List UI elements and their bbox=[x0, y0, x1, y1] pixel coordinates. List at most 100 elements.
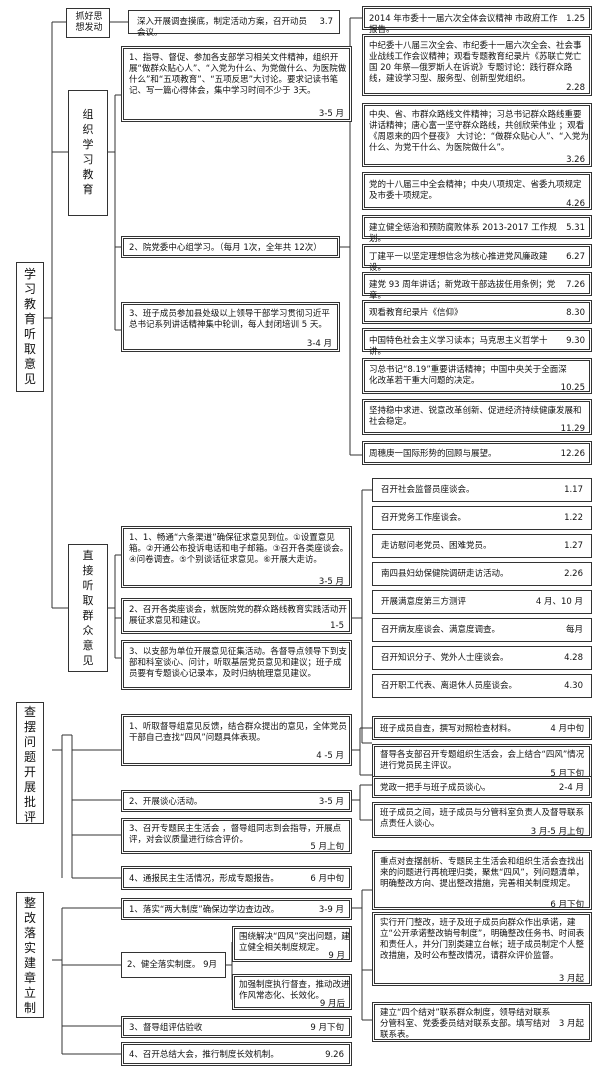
rectify-right-1-text: 重点对查摆剖析、专题民主生活会和组织生活会查找出来的问题进行再梳理归类，聚焦“四… bbox=[380, 857, 585, 889]
topic-1-text: 2014 年市委十一届六次全体会议精神 市政府工作报告。 bbox=[369, 14, 558, 35]
thought-item-date: 3.7 bbox=[319, 17, 333, 27]
direct-item-3: 3、以支部为单位开展意见征集活动。各督导点领导下到支部和科室谈心、问计，听取基层… bbox=[121, 640, 352, 690]
direct-item-2-text: 2、召开各类座谈会，就医院党的群众路线教育实践活动开展征求意见和建议。 bbox=[129, 605, 347, 626]
rectify-item-3: 3、督导组评估验收 9 月下旬 bbox=[121, 1016, 352, 1038]
rectify-item-4-text: 4、召开总结大会，推行制度长效机制。 bbox=[129, 1050, 279, 1060]
org-item-1-date: 3-5 月 bbox=[318, 109, 344, 119]
topic-8-text: 观看教育纪录片《信仰》 bbox=[369, 308, 463, 318]
org-item-2: 2、院党委中心组学习。（每月 1次，全年共 12次） bbox=[121, 236, 340, 258]
topic-10-date: 10.25 bbox=[560, 383, 585, 393]
meeting-1-text: 召开社会监督员座谈会。 bbox=[381, 485, 475, 495]
meeting-8-text: 召开职工代表、离退休人员座谈会。 bbox=[381, 681, 518, 691]
review-sub-2-text: 督导各支部召开专题组织生活会，会上结合“四风”情况进行党员民主评议。 bbox=[380, 750, 585, 771]
review-sub-1: 班子成员自查，撰写对照检查材料。 4 月中旬 bbox=[372, 716, 592, 740]
topic-9: 中国特色社会主义学习读本；马克思主义哲学十讲。 9.30 bbox=[362, 328, 592, 357]
review-item-2-date: 3-5 月 bbox=[318, 797, 344, 807]
review-item-3-text: 3、召开专题民主生活会 ，督导组同志到会指导，开展点评，对会议质量进行综合评价。 bbox=[129, 824, 342, 845]
topic-1: 2014 年市委十一届六次全体会议精神 市政府工作报告。 1.25 bbox=[362, 6, 592, 35]
topic-12: 周穗庚一国际形势的回顾与展望。 12.26 bbox=[362, 441, 592, 465]
org-learning-box: 组 织 学 习 教 育 bbox=[68, 90, 108, 216]
thought-item-box: 深入开展调查摸底，制定活动方案，召开动员会议。 3.7 bbox=[128, 10, 340, 38]
topic-10: 习总书记“8.19”重要讲话精神；中国中央关于全面深化改革若干重大问题的决定。 … bbox=[362, 358, 592, 394]
review-sub-3: 党政一把手与班子成员谈心。 2-4 月 bbox=[372, 776, 592, 798]
review-item-4-text: 4、通报民主生活情况，形成专题报告。 bbox=[129, 874, 279, 884]
topic-2-text: 中纪委十八届三次全会、市纪委十一届六次全会、社会事业战线工作会议精神；观看专题教… bbox=[369, 41, 582, 84]
meeting-7-date: 4.28 bbox=[564, 653, 583, 663]
direct-listening-label: 直 接 听 取 群 众 意 见 bbox=[82, 549, 94, 667]
review-item-3-date: 5 月上旬 bbox=[310, 842, 344, 852]
meeting-2-date: 1.22 bbox=[564, 513, 583, 523]
topic-7: 建党 93 周年讲话；新党政干部选拔任用条例；党章。 7.26 bbox=[362, 272, 592, 301]
review-item-1-text: 1、听取督导组意见反馈，结合群众提出的意见，全体党员干部自己查找“四风”问题具体… bbox=[129, 722, 347, 743]
meeting-3-date: 1.27 bbox=[564, 541, 583, 551]
rectify-mid-1-text: 围绕解决“四风”突出问题，建立健全相关制度规定。 bbox=[239, 932, 350, 953]
rectify-item-1: 1、落实“两大制度”确保边学边查边改。 3-9 月 bbox=[121, 898, 352, 920]
topic-2: 中纪委十八届三次全会、市纪委十一届六次全会、社会事业战线工作会议精神；观看专题教… bbox=[362, 34, 592, 96]
rectify-right-3-text: 建立“四个结对”联系群众制度，领导结对联系分管科室、党委委员结对联系支部。填写结… bbox=[380, 1008, 551, 1040]
rectify-mid-1: 围绕解决“四风”突出问题，建立健全相关制度规定。 9 月 bbox=[232, 926, 352, 962]
topic-7-date: 7.26 bbox=[566, 280, 585, 290]
review-sub-3-date: 2-4 月 bbox=[558, 783, 584, 793]
thought-mobilization-label: 抓好思 想发动 bbox=[75, 12, 103, 33]
org-learning-label: 组 织 学 习 教 育 bbox=[82, 108, 94, 196]
direct-item-1-text: 1、1、畅通“六条渠道”确保征求意见到位。①设置意见箱。②开通公布投诉电话和电子… bbox=[129, 533, 349, 565]
root-learning-box: 学 习 教 育 听 取 意 见 bbox=[16, 262, 44, 392]
rectify-item-2-text: 2、健全落实制度。 9月 bbox=[127, 960, 218, 970]
root-review-box: 查 摆 问 题 开 展 批 评 bbox=[16, 702, 44, 824]
meeting-1: 召开社会监督员座谈会。 1.17 bbox=[372, 478, 592, 502]
rectify-right-1: 重点对查摆剖析、专题民主生活会和组织生活会查找出来的问题进行再梳理归类，聚焦“四… bbox=[372, 850, 592, 910]
review-sub-1-date: 4 月中旬 bbox=[550, 724, 584, 734]
topic-10-text: 习总书记“8.19”重要讲话精神；中国中央关于全面深化改革若干重大问题的决定。 bbox=[369, 365, 567, 386]
direct-item-1: 1、1、畅通“六条渠道”确保征求意见到位。①设置意见箱。②开通公布投诉电话和电子… bbox=[121, 526, 352, 588]
review-item-1: 1、听取督导组意见反馈，结合群众提出的意见，全体党员干部自己查找“四风”问题具体… bbox=[121, 714, 352, 766]
org-item-1: 1、指导、督促、参加各支部学习相关文件精神，组织开展“做群众贴心人”、“入党为什… bbox=[121, 46, 352, 122]
direct-item-1-date: 3-5 月 bbox=[318, 577, 344, 587]
review-item-2: 2、开展谈心活动。 3-5 月 bbox=[121, 790, 352, 812]
topic-12-date: 12.26 bbox=[560, 449, 585, 459]
topic-9-date: 9.30 bbox=[566, 336, 585, 346]
review-item-4-date: 6 月中旬 bbox=[310, 874, 344, 884]
topic-6-date: 6.27 bbox=[566, 252, 585, 262]
topic-8-date: 8.30 bbox=[566, 308, 585, 318]
meeting-8: 召开职工代表、离退休人员座谈会。 4.30 bbox=[372, 674, 592, 698]
topic-6-text: 丁建平一以坚定理想信念为核心推进党风廉政建设。 bbox=[369, 252, 548, 273]
rectify-right-2-date: 3 月起 bbox=[558, 974, 584, 984]
root-review-label: 查 摆 问 题 开 展 批 评 bbox=[23, 705, 36, 824]
meeting-5-date: 4 月、10 月 bbox=[535, 597, 583, 607]
topic-4-date: 4.26 bbox=[566, 199, 585, 209]
org-item-1-text: 1、指导、督促、参加各支部学习相关文件精神，组织开展“做群众贴心人”、“入党为什… bbox=[129, 53, 347, 96]
rectify-item-4: 4、召开总结大会，推行制度长效机制。 9.26 bbox=[121, 1042, 352, 1066]
rectify-mid-2-text: 加强制度执行督查，推动改进作风常态化、长效化。 bbox=[239, 980, 350, 1001]
rectify-item-3-date: 9 月下旬 bbox=[310, 1023, 344, 1033]
rectify-right-3: 建立“四个结对”联系群众制度，领导结对联系分管科室、党委委员结对联系支部。填写结… bbox=[372, 1002, 592, 1042]
review-item-4: 4、通报民主生活情况，形成专题报告。 6 月中旬 bbox=[121, 866, 352, 890]
rectify-item-2: 2、健全落实制度。 9月 bbox=[121, 952, 226, 978]
topic-4: 党的十八届三中全会精神；中央八项规定、省委九项规定及市委十项规定。 4.26 bbox=[362, 172, 592, 210]
root-rectify-box: 整 改 落 实 建 章 立 制 bbox=[16, 892, 44, 1018]
topic-9-text: 中国特色社会主义学习读本；马克思主义哲学十讲。 bbox=[369, 336, 548, 357]
org-item-3-text: 3、班子成员参加县处级以上领导干部学习贯彻习近平总书记系列讲话精神集中轮训，每人… bbox=[129, 309, 330, 330]
review-sub-4: 班子成员之间，班子成员与分管科室负责人及督导联系点责任人谈心。 3 月-5 月上… bbox=[372, 802, 592, 838]
topic-5-text: 建立健全惩治和预防腐败体系 2013-2017 工作规划。 bbox=[369, 223, 557, 244]
root-learning-label: 学 习 教 育 听 取 意 见 bbox=[23, 267, 36, 386]
direct-item-3-text: 3、以支部为单位开展意见征集活动。各督导点领导下到支部和科室谈心、问计，听取基层… bbox=[129, 647, 347, 679]
rectify-right-2-text: 实行开门整改，班子及班子成员向群众作出承诺，建立“公开承诺整改销号制度”，明确整… bbox=[380, 918, 585, 961]
review-sub-1-text: 班子成员自查，撰写对照检查材料。 bbox=[380, 724, 517, 734]
direct-listening-box: 直 接 听 取 群 众 意 见 bbox=[68, 544, 108, 672]
topic-3: 中央、省、市群众路线文件精神；习总书记群众路线重要讲话精神；唐心富一坚守群众路线… bbox=[362, 103, 592, 167]
rectify-item-1-text: 1、落实“两大制度”确保边学边查边改。 bbox=[129, 905, 280, 915]
review-item-1-date: 4 -5 月 bbox=[316, 751, 344, 761]
review-sub-2-date: 5 月下旬 bbox=[550, 769, 584, 779]
review-item-3: 3、召开专题民主生活会 ，督导组同志到会指导，开展点评，对会议质量进行综合评价。… bbox=[121, 818, 352, 854]
direct-item-2-date: 1-5 bbox=[330, 621, 344, 631]
topic-5-date: 5.31 bbox=[566, 223, 585, 233]
meeting-4-text: 南四县妇幼保健院调研走访活动。 bbox=[381, 569, 509, 579]
topic-11: 坚持稳中求进、锐意改革创新、促进经济持续健康发展和社会稳定。 11.29 bbox=[362, 399, 592, 435]
meeting-7: 召开知识分子、党外人士座谈会。 4.28 bbox=[372, 646, 592, 670]
rectify-mid-1-date: 9 月 bbox=[328, 951, 345, 961]
topic-6: 丁建平一以坚定理想信念为核心推进党风廉政建设。 6.27 bbox=[362, 244, 592, 273]
meeting-3: 走访慰问老党员、困难党员。 1.27 bbox=[372, 534, 592, 558]
thought-mobilization-box: 抓好思 想发动 bbox=[66, 8, 110, 38]
meeting-6: 召开病友座谈会、满意度调查。 每月 bbox=[372, 618, 592, 642]
meeting-8-date: 4.30 bbox=[564, 681, 583, 691]
